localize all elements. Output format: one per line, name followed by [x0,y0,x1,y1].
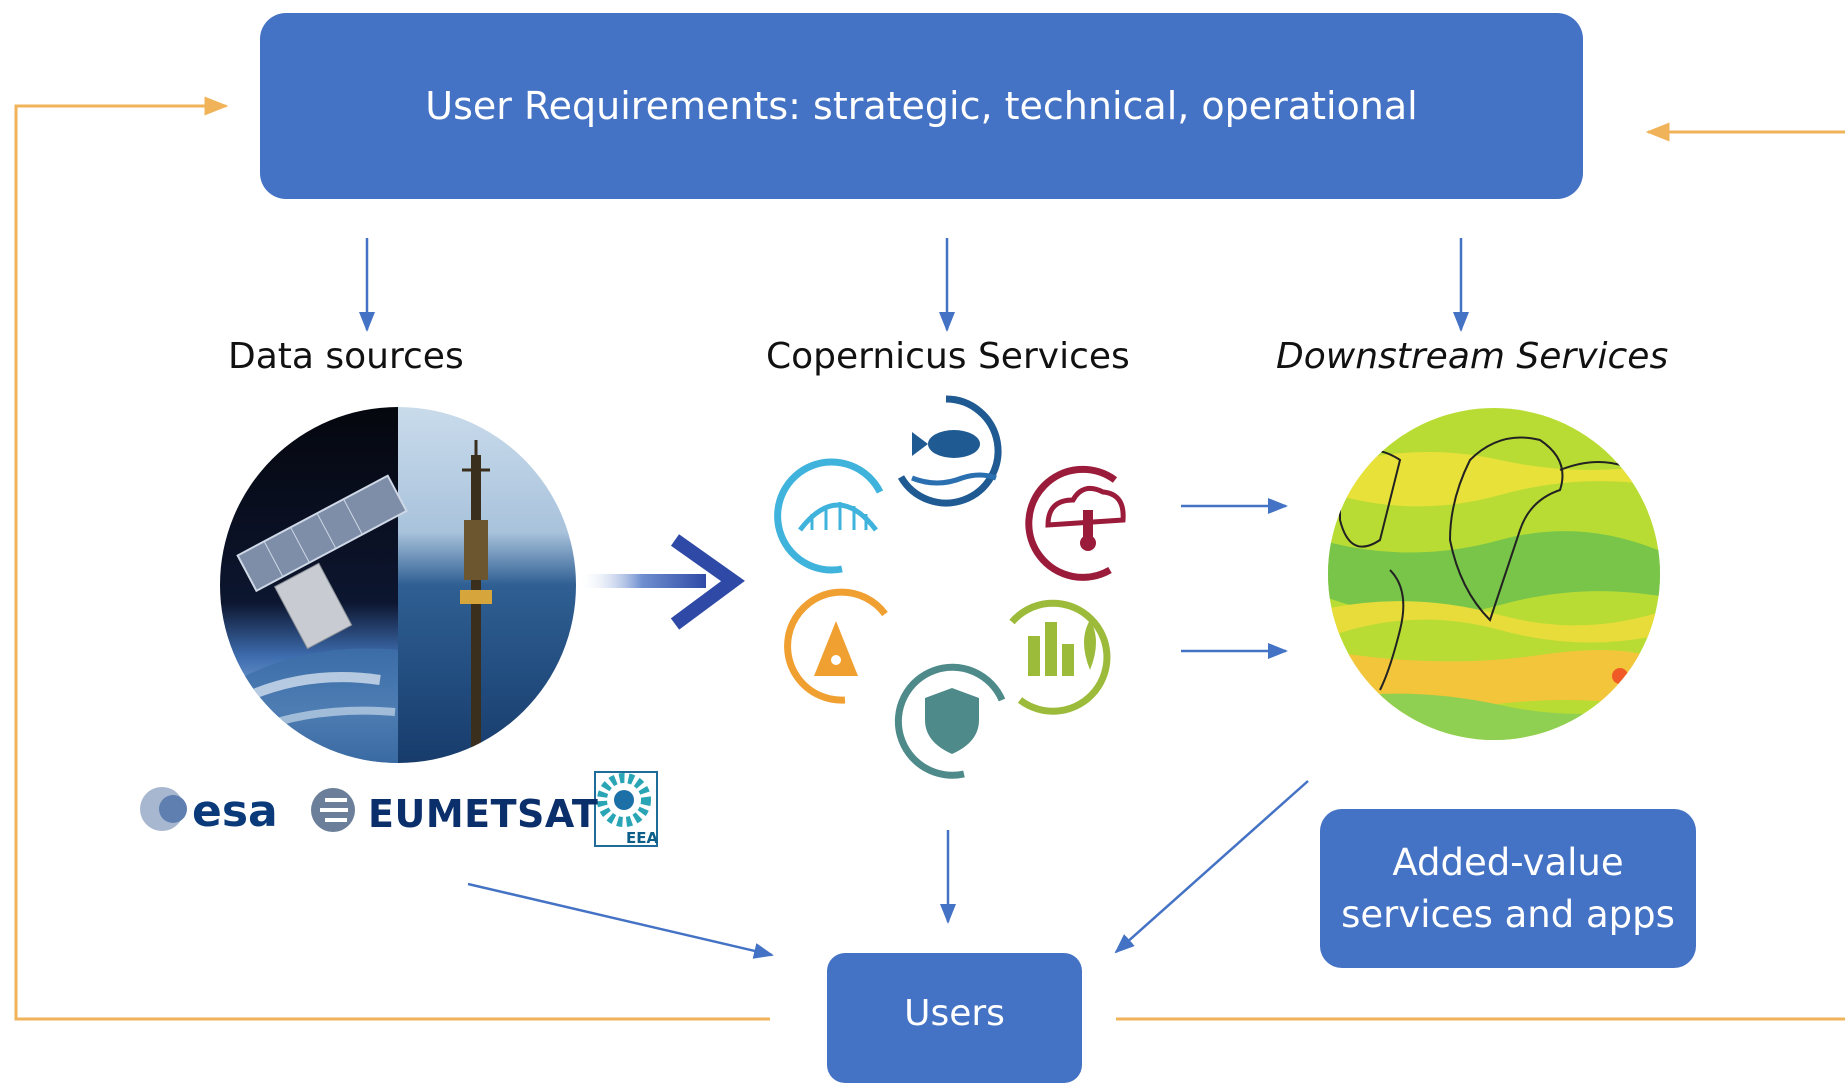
security-icon [894,663,1006,779]
arrow-downstream-users [1114,780,1309,954]
copernicus-services-title: Copernicus Services [766,336,1130,377]
atmosphere-icon [774,458,884,574]
eea-logo-mark [594,771,658,847]
climate-icon [1025,465,1126,581]
land-icon [1009,599,1111,715]
eea-logo-text: EEA [626,829,659,847]
flow-arrows [467,498,1309,959]
added-value-line1: Added-value [1392,840,1624,884]
data-sources-image [220,407,576,763]
added-value-box: Added-value services and apps [1320,809,1696,968]
requirement-arrows [359,238,1469,332]
emergency-icon [784,588,888,704]
requirements-label: User Requirements: strategic, technical,… [425,84,1418,128]
feedback-loop [14,96,1845,1021]
esa-logo-text: esa [192,786,278,837]
added-value-line2: services and apps [1341,892,1675,936]
downstream-globe-image [1328,408,1660,740]
downstream-services-title: Downstream Services [1276,336,1669,377]
users-label: Users [904,993,1005,1034]
esa-logo-mark [140,787,187,831]
copernicus-icons [774,395,1126,779]
arrow-data-sources-users [467,882,774,959]
feedback-line-left [14,96,770,1021]
users-box: Users [827,953,1082,1083]
data-sources-title: Data sources [228,336,464,377]
eumetsat-logo-text: EUMETSAT [368,792,599,836]
requirements-box: User Requirements: strategic, technical,… [260,13,1583,199]
fish-icon [897,395,1002,507]
eumetsat-logo-mark [311,788,355,832]
big-arrow [578,534,745,630]
